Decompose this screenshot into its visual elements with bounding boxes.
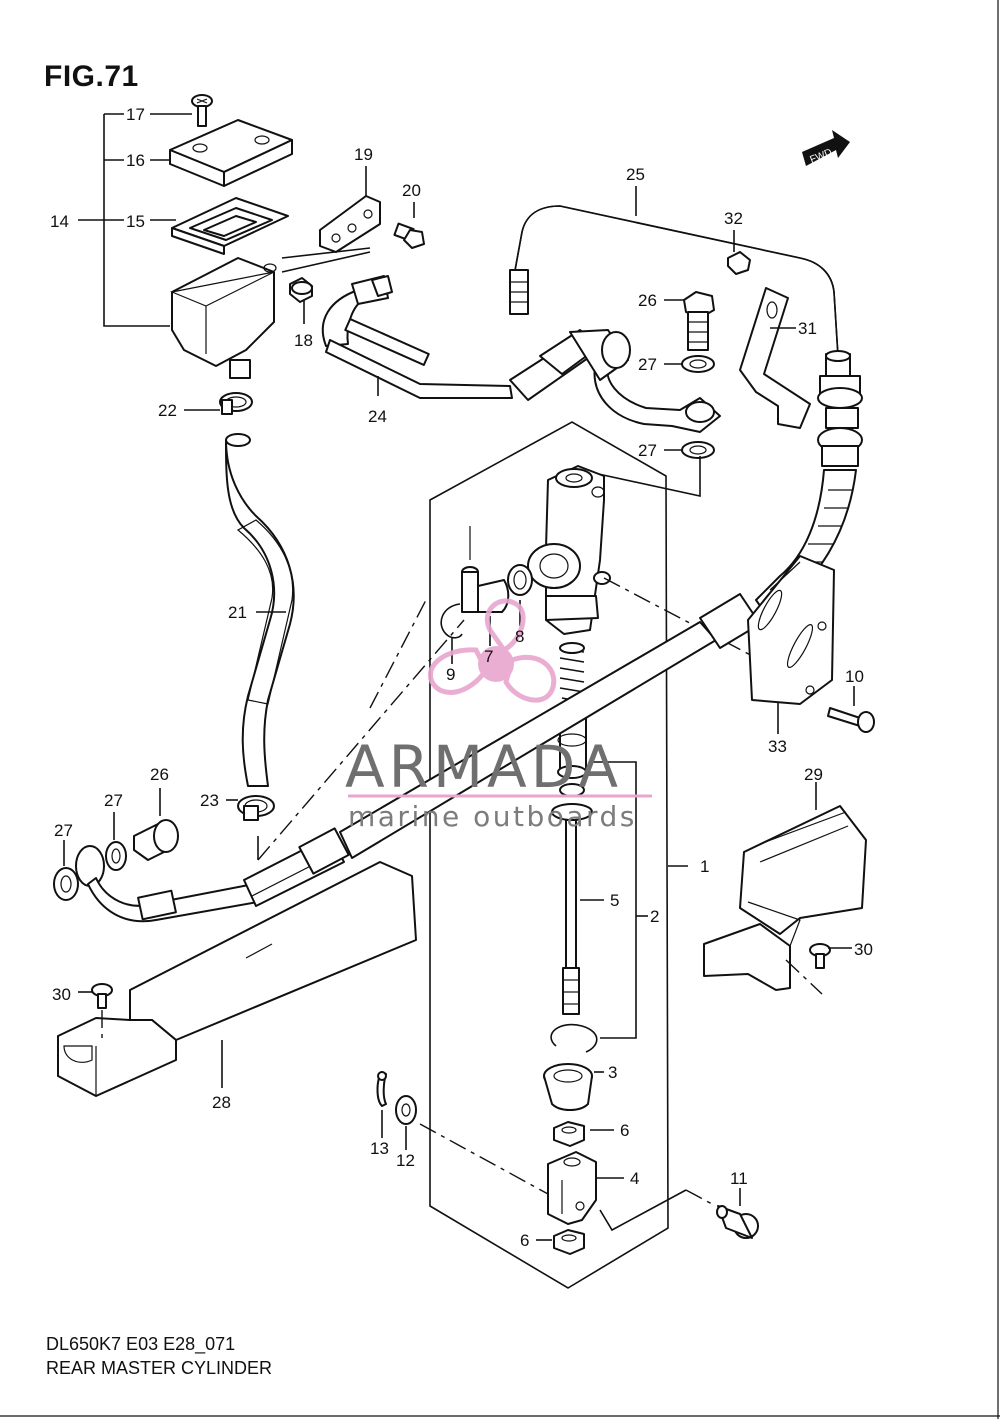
callout-6-lower: 6 [520,1231,529,1250]
clevis-pin-11 [716,1205,759,1239]
callout-12: 12 [396,1151,415,1170]
reservoir-cap-16 [169,119,293,187]
callout-26-upper: 26 [638,291,657,310]
boot-3 [543,1063,593,1111]
hose-24 [321,275,513,399]
callout-6-upper: 6 [620,1121,629,1140]
callout-32: 32 [724,209,743,228]
callout-23: 23 [200,791,219,810]
cotter-pin-13 [376,1071,387,1107]
reservoir-hose-21 [225,433,295,787]
assembly-name: REAR MASTER CYLINDER [46,1358,273,1378]
callout-5: 5 [610,891,619,910]
watermark-tagline: marine outboards [348,800,637,833]
callout-33: 33 [768,737,787,756]
banjo-fitting [593,359,721,433]
nut-6-lower [553,1229,585,1255]
callout-17: 17 [126,105,145,124]
figure-title: FIG.71 [44,60,139,93]
callout-21: 21 [228,603,247,622]
callout-24: 24 [368,407,387,426]
callout-18: 18 [294,331,313,350]
callout-3: 3 [608,1063,617,1082]
callout-28: 28 [212,1093,231,1112]
screw-10 [827,707,875,733]
callout-9: 9 [446,665,455,684]
callout-16: 16 [126,151,145,170]
callout-2: 2 [650,907,659,926]
callout-1: 1 [700,857,709,876]
callout-19: 19 [354,145,373,164]
callout-30-left: 30 [52,985,71,1004]
washer-27-left [53,867,79,901]
clamp-23 [237,795,275,821]
callout-15: 15 [126,212,145,231]
washer-27-upper [681,355,715,373]
push-rod-5 [551,783,593,1015]
diaphragm-15 [171,197,289,255]
callout-14: 14 [50,212,69,231]
callout-27-upper: 27 [638,355,657,374]
hose-guard-33 [747,555,835,705]
cover-29 [703,805,867,991]
callout-10: 10 [845,667,864,686]
master-cylinder-body [527,465,611,635]
callout-25: 25 [626,165,645,184]
washer-27-mid [681,441,715,459]
watermark-propeller-logo [427,598,557,703]
spring [559,642,585,703]
bolt-18 [289,277,313,324]
callout-22: 22 [158,401,177,420]
callout-31: 31 [798,319,817,338]
brake-pipe-25 [509,205,839,357]
nut-6-upper [553,1121,585,1147]
snap-ring [550,1023,598,1053]
callout-26-left: 26 [150,765,169,784]
union-bolt-26-left [133,819,179,861]
callout-11: 11 [730,1169,748,1188]
callout-20: 20 [402,181,421,200]
fwd-arrow-badge: FWD [802,130,850,166]
assembly-outline-1 [429,421,669,1289]
union-bolt-26-upper [683,291,715,351]
bracket-19 [319,195,381,253]
screw-17 [191,94,213,127]
callout-27-left2: 27 [104,791,123,810]
hose-coupling [509,329,631,401]
circlip-9 [440,603,463,639]
callout-13: 13 [370,1139,389,1158]
bracket-31 [739,287,811,429]
reservoir-body-14 [169,257,277,379]
clamp-22 [219,392,253,415]
callout-29: 29 [804,765,823,784]
screw-30-left [91,983,113,1009]
model-code: DL650K7 E03 E28_071 [46,1334,236,1354]
washer-27-left2 [105,841,127,871]
callout-7: 7 [484,647,493,666]
o-ring-8 [507,564,533,596]
callout-30-right: 30 [854,940,873,959]
bracket-14 [103,114,170,327]
washer-12 [395,1095,417,1125]
clevis-4 [547,1151,597,1225]
callout-8: 8 [515,627,524,646]
callout-27-mid: 27 [638,441,657,460]
lower-brake-hose [75,593,761,923]
watermark-brand: ARMADA [345,733,623,801]
guard-28 [57,861,417,1097]
callout-4: 4 [630,1169,639,1188]
screw-30-right [809,943,831,969]
bolt-32 [727,251,751,275]
fitting-7 [461,566,510,613]
callout-27-left: 27 [54,821,73,840]
bolt-20 [393,222,425,249]
